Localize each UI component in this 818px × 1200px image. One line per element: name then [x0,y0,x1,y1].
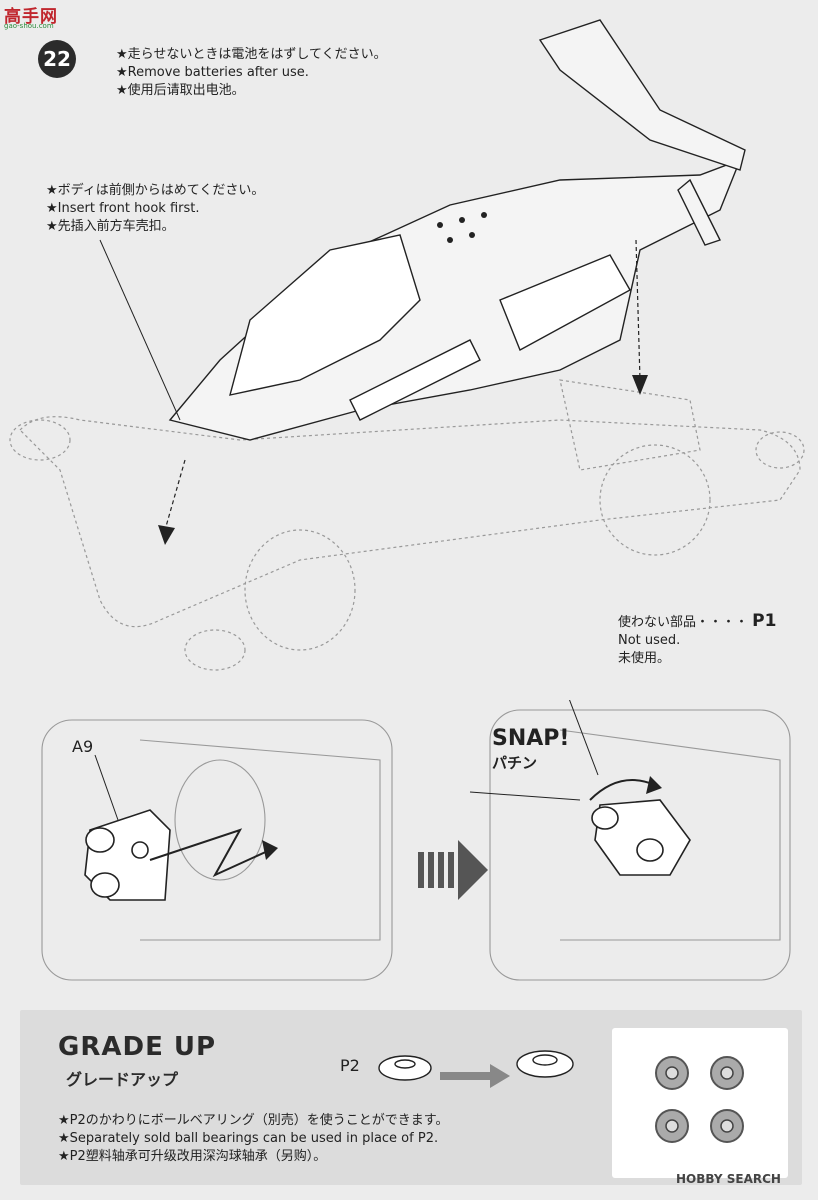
battery-note-jp: ★走らせないときは電池をはずしてください。 [116,47,387,62]
grade-up-note-en: ★Separately sold ball bearings can be us… [58,1131,439,1146]
grade-up-note-cn: ★P2塑料轴承可升级改用深沟球轴承（另购）。 [58,1149,327,1164]
front-hook-note-en: ★Insert front hook first. [46,201,200,216]
battery-note: ★走らせないときは電池をはずしてください。 ★Remove batteries … [116,46,387,100]
unused-part-p1: P1 [752,611,777,631]
a9-detail-illustration [41,700,791,981]
grade-up-note-jp: ★P2のかわりにボールベアリング（別売）を使うことができます。 [58,1113,449,1128]
front-hook-note-cn: ★先插入前方车壳扣。 [46,219,175,234]
part-label-a9: A9 [72,737,94,756]
watermark-url: gao-shou.com [4,22,54,30]
unused-parts-jp: 使わない部品・・・・ [618,615,749,630]
unused-parts-cn: 未使用。 [618,651,671,666]
snap-label: SNAP! [492,726,570,751]
battery-note-en: ★Remove batteries after use. [116,65,309,80]
grade-up-subtitle: グレードアップ [66,1070,179,1089]
watermark-logo: 高手网 [4,7,58,27]
grade-up-title: GRADE UP [58,1032,217,1062]
unused-parts-note: 使わない部品・・・・ P1 Not used. 未使用。 [618,612,776,668]
ball-bearing-icons [655,1056,744,1143]
grade-up-note: ★P2のかわりにボールベアリング（別売）を使うことができます。 ★Separat… [58,1112,448,1166]
front-hook-note-jp: ★ボディは前側からはめてください。 [46,183,265,198]
front-hook-note: ★ボディは前側からはめてください。 ★Insert front hook fir… [46,182,264,236]
hobby-search-watermark: HOBBY SEARCH [676,1172,781,1186]
unused-parts-en: Not used. [618,633,681,648]
bearing-swap-illustration [378,1050,574,1088]
battery-note-cn: ★使用后请取出电池。 [116,83,245,98]
watermark: 高手网 gao-shou.com [0,0,70,30]
part-label-p2: P2 [340,1056,360,1075]
car-assembly-illustration [9,19,805,671]
ball-bearing-photo [612,1028,788,1178]
snap-label-jp: パチン [492,754,538,772]
step-number-badge: 22 [38,40,76,78]
